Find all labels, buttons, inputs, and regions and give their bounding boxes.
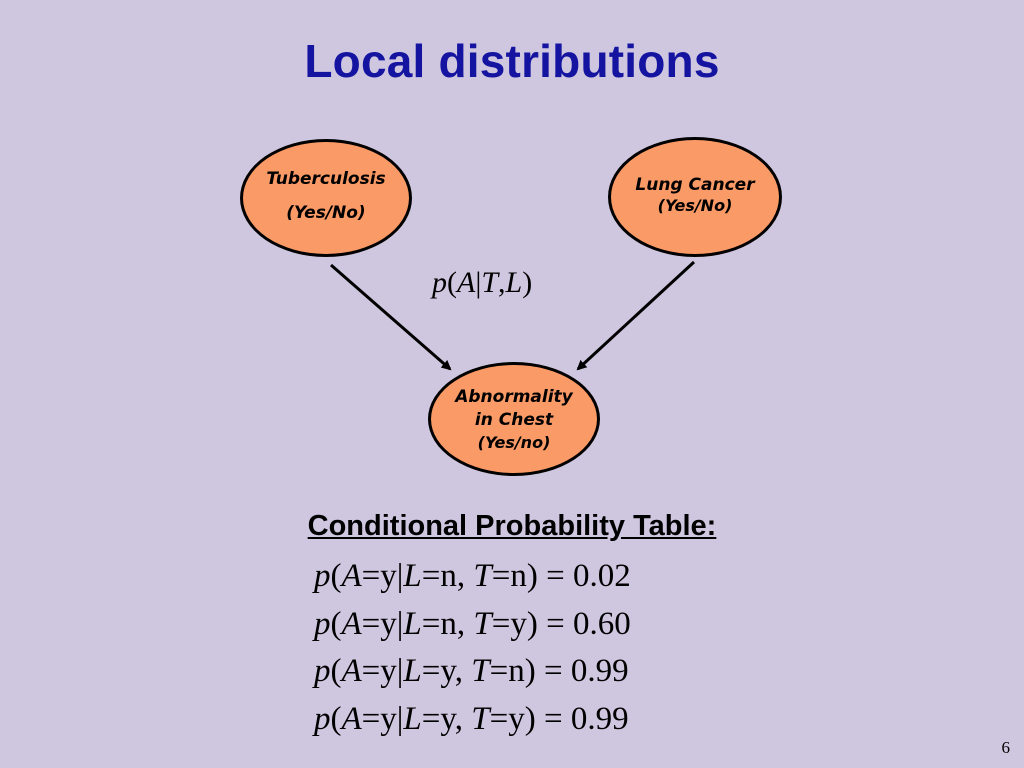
node-lung-cancer-label: Lung Cancer bbox=[635, 175, 755, 195]
cpt-rows: p(A=y|L=n, T=n) = 0.02 p(A=y|L=n, T=y) =… bbox=[314, 553, 631, 743]
cpt-row: p(A=y|L=y, T=y) = 0.99 bbox=[314, 700, 629, 737]
node-abnormality: Abnormality in Chest (Yes/no) bbox=[428, 362, 600, 476]
local-distribution-formula: p(A|T,L) bbox=[432, 266, 533, 299]
cpt-value: 0.99 bbox=[570, 700, 629, 737]
cpt-row: p(A=y|L=y, T=n) = 0.99 bbox=[314, 653, 629, 689]
node-lung-cancer-states: (Yes/No) bbox=[657, 196, 733, 216]
node-tuberculosis: Tuberculosis (Yes/No) bbox=[240, 139, 412, 257]
page-number: 6 bbox=[1001, 738, 1011, 757]
edge-lungcancer-to-abnormality bbox=[576, 260, 696, 371]
cpt-value: 0.02 bbox=[572, 558, 631, 594]
node-abnormality-label-line1: Abnormality bbox=[455, 387, 573, 408]
cpt-value: 0.99 bbox=[570, 653, 629, 689]
cpt-value: 0.60 bbox=[572, 605, 631, 642]
node-abnormality-states: (Yes/no) bbox=[477, 433, 551, 453]
cpt-row: p(A=y|L=n, T=n) = 0.02 bbox=[314, 558, 631, 594]
node-tuberculosis-label: Tuberculosis bbox=[266, 169, 386, 189]
cpt-row: p(A=y|L=n, T=y) = 0.60 bbox=[314, 605, 631, 642]
edge-tuberculosis-to-abnormality bbox=[330, 263, 452, 371]
node-lung-cancer: Lung Cancer (Yes/No) bbox=[608, 137, 782, 257]
slide-title: Local distributions bbox=[304, 35, 720, 87]
node-tuberculosis-states: (Yes/No) bbox=[286, 203, 366, 224]
cpt-heading: Conditional Probability Table: bbox=[307, 510, 717, 542]
node-abnormality-label-line2: in Chest bbox=[474, 410, 554, 431]
